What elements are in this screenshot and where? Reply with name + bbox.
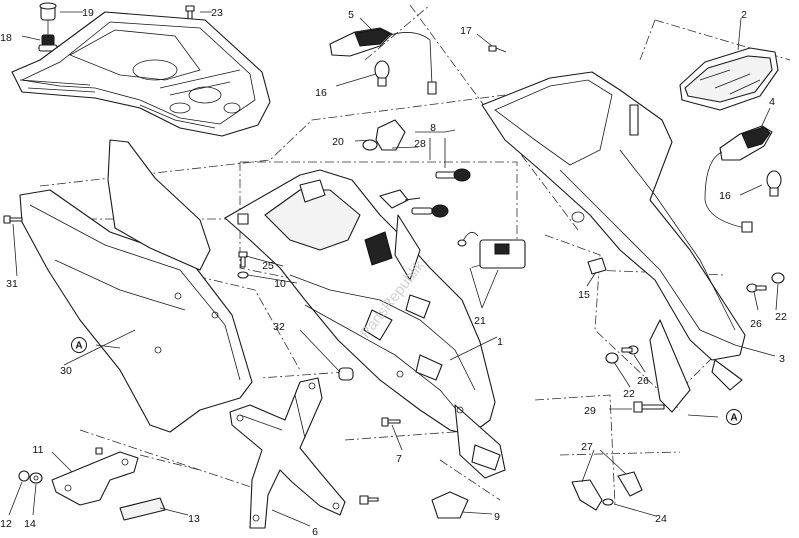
knob-part-19 bbox=[38, 2, 58, 52]
callout-label: 2 bbox=[741, 9, 747, 21]
callout-label: 14 bbox=[24, 518, 36, 530]
callout-label: 7 bbox=[396, 453, 402, 465]
lock-keys-part-28 bbox=[379, 129, 471, 218]
reflector-bracket-part-11 bbox=[51, 447, 139, 506]
latch-part-21 bbox=[457, 231, 526, 269]
callout-label: 23 bbox=[211, 7, 223, 19]
undertray-part-1 bbox=[224, 169, 506, 479]
reference-circle bbox=[726, 409, 742, 425]
reference-circle bbox=[71, 337, 87, 353]
callout-label: 18 bbox=[0, 32, 12, 44]
callout-label: 17 bbox=[460, 25, 472, 37]
reflector-part-13 bbox=[119, 497, 166, 521]
callout-label: 4 bbox=[769, 96, 775, 108]
nut-washer-12-14 bbox=[18, 470, 43, 484]
wiring-clips-27-24 bbox=[571, 471, 643, 511]
callout-label: 25 bbox=[262, 260, 274, 272]
assembly-guide-lines bbox=[20, 4, 791, 506]
callout-label: 10 bbox=[274, 278, 286, 290]
reference-letter: A bbox=[75, 341, 82, 352]
turn-signal-right-part-4 bbox=[704, 125, 773, 233]
callout-label: 6 bbox=[312, 526, 318, 538]
screws-right bbox=[605, 272, 785, 364]
screw-part-7 bbox=[381, 417, 401, 427]
callout-label: 11 bbox=[33, 444, 44, 456]
callout-label: 22 bbox=[775, 311, 787, 323]
reference-marker: A bbox=[726, 409, 742, 425]
screw-part-17 bbox=[488, 45, 507, 53]
callout-label: 9 bbox=[494, 511, 500, 523]
bulb-part-16-right bbox=[766, 170, 782, 197]
callout-label: 15 bbox=[578, 289, 590, 301]
callout-label: 21 bbox=[474, 315, 486, 327]
bolt-part-29 bbox=[633, 401, 665, 413]
callout-label: 13 bbox=[188, 513, 200, 525]
callout-label: 20 bbox=[332, 136, 344, 148]
callout-label: 1 bbox=[497, 336, 503, 348]
reference-marker: A bbox=[71, 337, 87, 353]
screw-part-31 bbox=[3, 215, 23, 224]
callout-label: 16 bbox=[719, 190, 731, 202]
leader-lines bbox=[8, 11, 779, 527]
reference-letter: A bbox=[730, 413, 737, 424]
callout-label: 26 bbox=[637, 375, 649, 387]
callout-label: 27 bbox=[581, 441, 593, 453]
cover-part-9 bbox=[431, 491, 469, 519]
callout-label: 30 bbox=[60, 365, 72, 377]
callout-label: 32 bbox=[273, 321, 285, 333]
callout-label: 19 bbox=[82, 7, 94, 19]
reference-markers: AA bbox=[71, 337, 742, 425]
rear-fender-part-3 bbox=[481, 71, 746, 413]
bushing-part-32 bbox=[338, 367, 354, 381]
callout-label: 12 bbox=[0, 518, 12, 530]
clip-part-15 bbox=[587, 257, 607, 275]
left-cover-part-30 bbox=[19, 139, 253, 433]
callout-label: 5 bbox=[348, 9, 354, 21]
callout-label: 24 bbox=[655, 513, 667, 525]
callout-label: 3 bbox=[779, 353, 785, 365]
lock-holder-part-20 bbox=[362, 119, 406, 151]
callout-label: 16 bbox=[315, 87, 327, 99]
callout-label: 26 bbox=[750, 318, 762, 330]
callout-label: 22 bbox=[623, 388, 635, 400]
callout-label: 8 bbox=[430, 122, 436, 134]
plate-bracket-part-6 bbox=[229, 377, 379, 529]
callout-label: 31 bbox=[6, 278, 18, 290]
tail-light-part-2 bbox=[679, 47, 779, 111]
turn-signal-left-part-5 bbox=[329, 27, 437, 95]
callout-label: 29 bbox=[584, 405, 596, 417]
callout-label: 28 bbox=[414, 138, 426, 150]
bulb-part-16-left bbox=[374, 60, 390, 87]
rack-plate bbox=[11, 11, 271, 137]
screws-part-25-10 bbox=[237, 251, 249, 279]
